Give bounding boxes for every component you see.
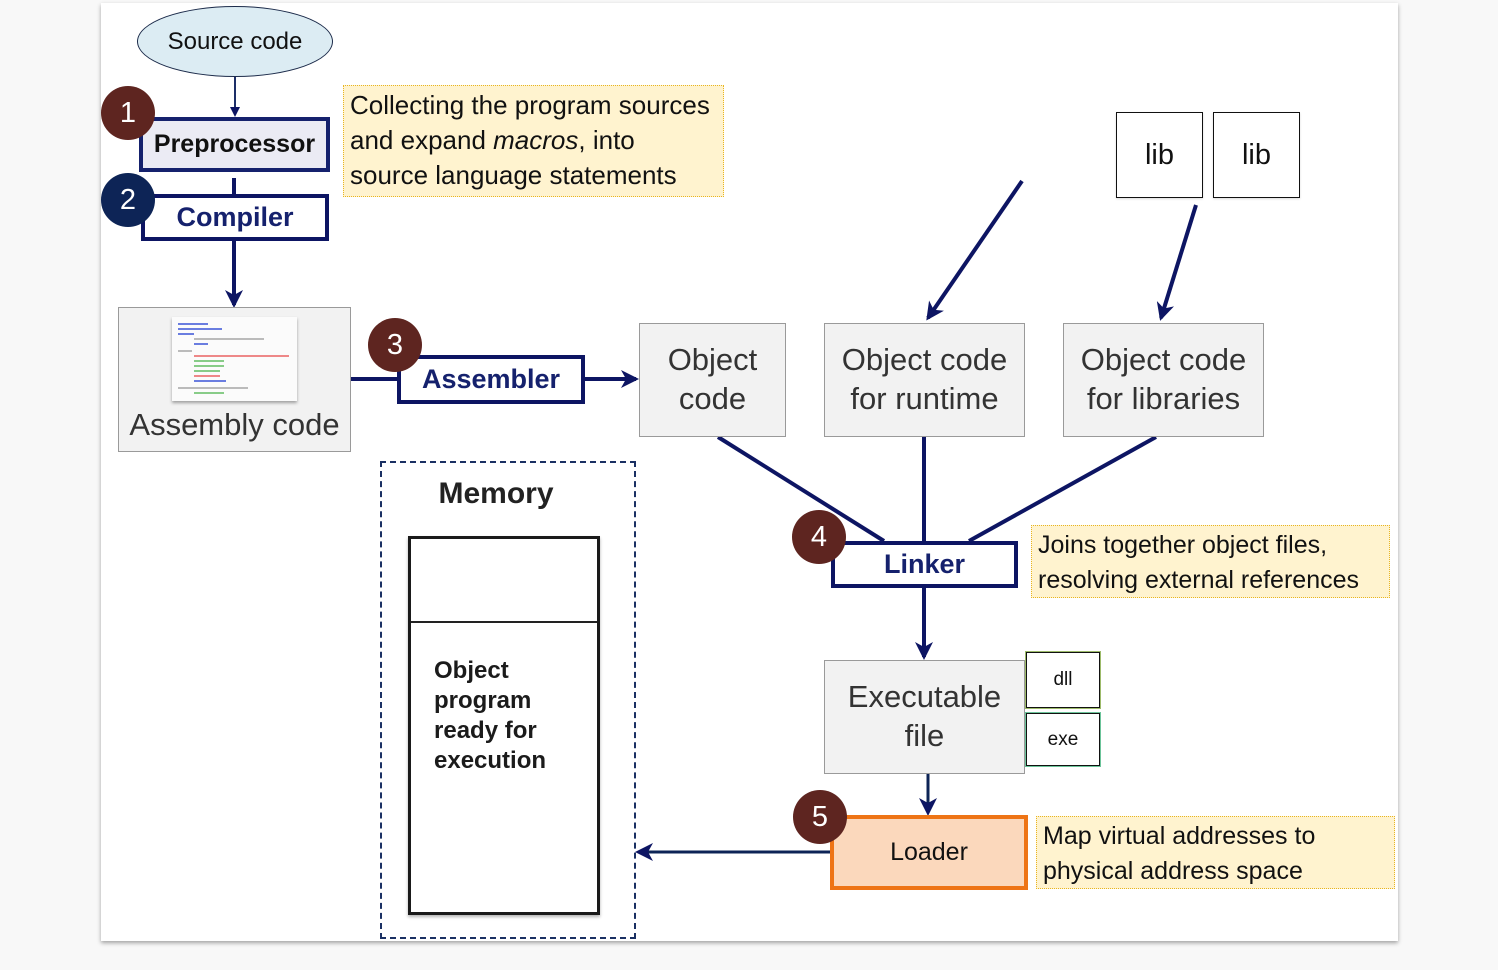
linker-box: Linker [831,541,1018,588]
memory-region [380,461,636,939]
note-emphasis: macros [493,125,579,155]
memory-title: Memory [438,477,554,510]
lib-file-icon: lib [1213,112,1300,198]
step-badge-2: 2 [101,173,155,227]
object-code-libraries-label: Object code for libraries [1080,342,1247,416]
assembly-code-label: Assembly code [129,407,340,443]
memory-content-label: Object program ready for execution [434,657,547,774]
step-badge-4: 4 [792,510,846,564]
assembly-code-box: Assembly code [118,307,351,452]
object-code-runtime-box: Object code for runtime [824,323,1025,437]
arrow-libs-in [1156,204,1198,321]
preprocessor-label: Preprocessor [153,130,316,158]
executable-file-label: Executable file [847,679,1002,753]
object-code-box: Object code [639,323,786,437]
compiler-label: Compiler [176,202,294,232]
memory-divider [411,621,597,623]
note-text: Collecting the program sources and expan… [350,90,710,155]
arrow-runtime-in [926,179,1024,321]
exe-label: exe [1047,728,1079,750]
note-text: Joins together object files, resolving e… [1038,531,1359,594]
linker-note: Joins together object files, resolving e… [1031,525,1390,598]
connector-object-to-linker [716,435,886,543]
step-badge-1: 1 [101,86,155,140]
step-number: 5 [811,800,829,833]
step-number: 1 [119,96,137,129]
object-code-label: Object code [667,342,758,416]
loader-box: Loader [830,815,1028,890]
assembly-code-thumbnail [172,317,297,402]
connector-libraries-to-linker [968,435,1157,543]
source-code-label: Source code [167,27,303,55]
loader-note: Map virtual addresses to physical addres… [1036,816,1395,889]
assembler-label: Assembler [421,364,561,394]
preprocessor-note: Collecting the program sources and expan… [343,85,724,197]
note-text: , into source language statements [350,125,677,190]
step-badge-5: 5 [793,790,847,844]
lib-label: lib [1241,138,1271,171]
preprocessor-box: Preprocessor [139,117,330,172]
compiler-box: Compiler [141,194,329,241]
assembler-box: Assembler [397,355,585,404]
lib-label: lib [1144,138,1174,171]
step-badge-3: 3 [368,318,422,372]
object-code-libraries-box: Object code for libraries [1063,323,1264,437]
executable-file-box: Executable file [824,660,1025,774]
step-number: 3 [386,328,404,361]
lib-file-icon: lib [1116,112,1203,198]
dll-label: dll [1053,669,1073,690]
exe-file-icon: exe [1025,712,1101,767]
note-text: Map virtual addresses to physical addres… [1043,822,1316,885]
linker-label: Linker [883,549,966,579]
step-number: 2 [119,183,137,216]
step-number: 4 [810,520,828,553]
loader-label: Loader [890,838,968,866]
object-code-runtime-label: Object code for runtime [841,342,1008,416]
memory-block [408,536,600,915]
source-code-node: Source code [137,6,333,77]
dll-file-icon: dll [1025,651,1101,709]
